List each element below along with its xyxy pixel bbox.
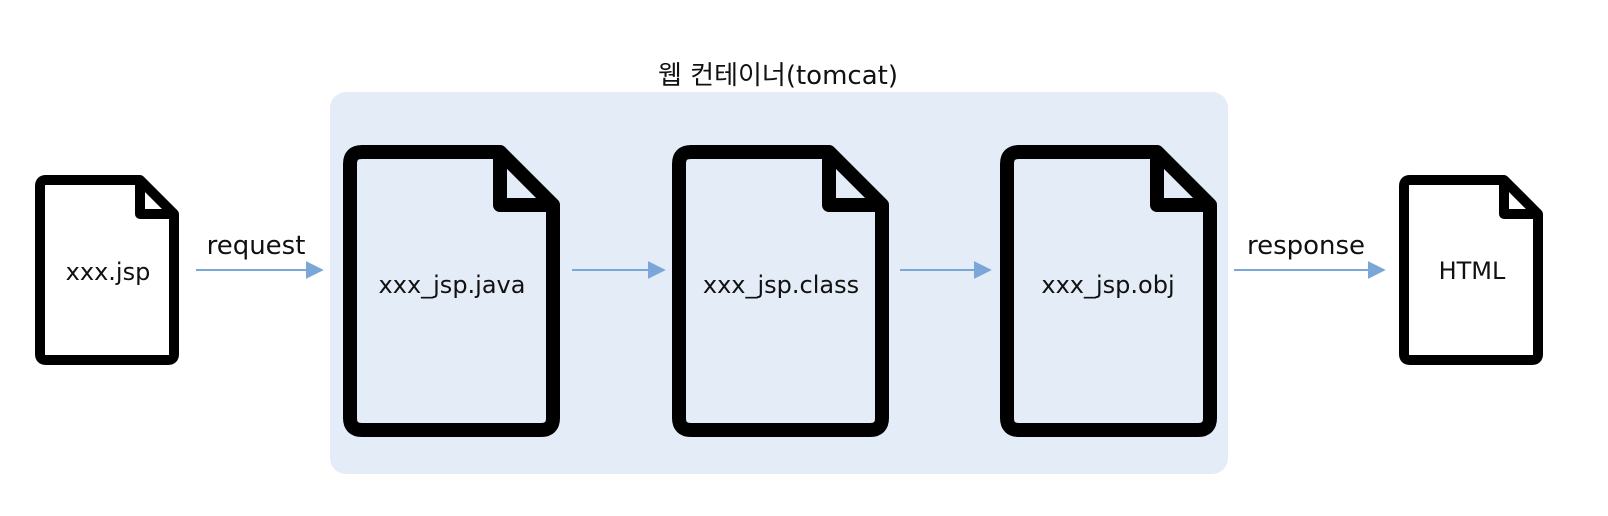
file-fold (822, 152, 882, 212)
file-fold (135, 180, 174, 219)
document-icon (672, 145, 889, 437)
file-fold (1150, 152, 1210, 212)
web-container-title: 웹 컨테이너(tomcat) (658, 61, 898, 91)
file-xxx-jsp-java: xxx_jsp.java (343, 145, 560, 437)
file-fold (1499, 180, 1538, 219)
file-xxx-jsp-class: xxx_jsp.class (672, 145, 889, 437)
file-label-xxx-jsp-class: xxx_jsp.class (703, 271, 859, 299)
document-icon (1000, 145, 1217, 437)
file-label-xxx-jsp-java: xxx_jsp.java (379, 271, 526, 299)
file-xxx-jsp: xxx.jsp (35, 175, 179, 365)
file-label-xxx-jsp-obj: xxx_jsp.obj (1041, 271, 1174, 299)
file-html: HTML (1399, 175, 1543, 365)
file-fold (493, 152, 553, 212)
response-label: response (1247, 231, 1365, 261)
file-label-html: HTML (1439, 257, 1506, 285)
file-label-xxx-jsp: xxx.jsp (66, 258, 151, 286)
document-icon (35, 175, 179, 365)
file-xxx-jsp-obj: xxx_jsp.obj (1000, 145, 1217, 437)
document-icon (1399, 175, 1543, 365)
document-icon (343, 145, 560, 437)
request-label: request (207, 231, 306, 261)
